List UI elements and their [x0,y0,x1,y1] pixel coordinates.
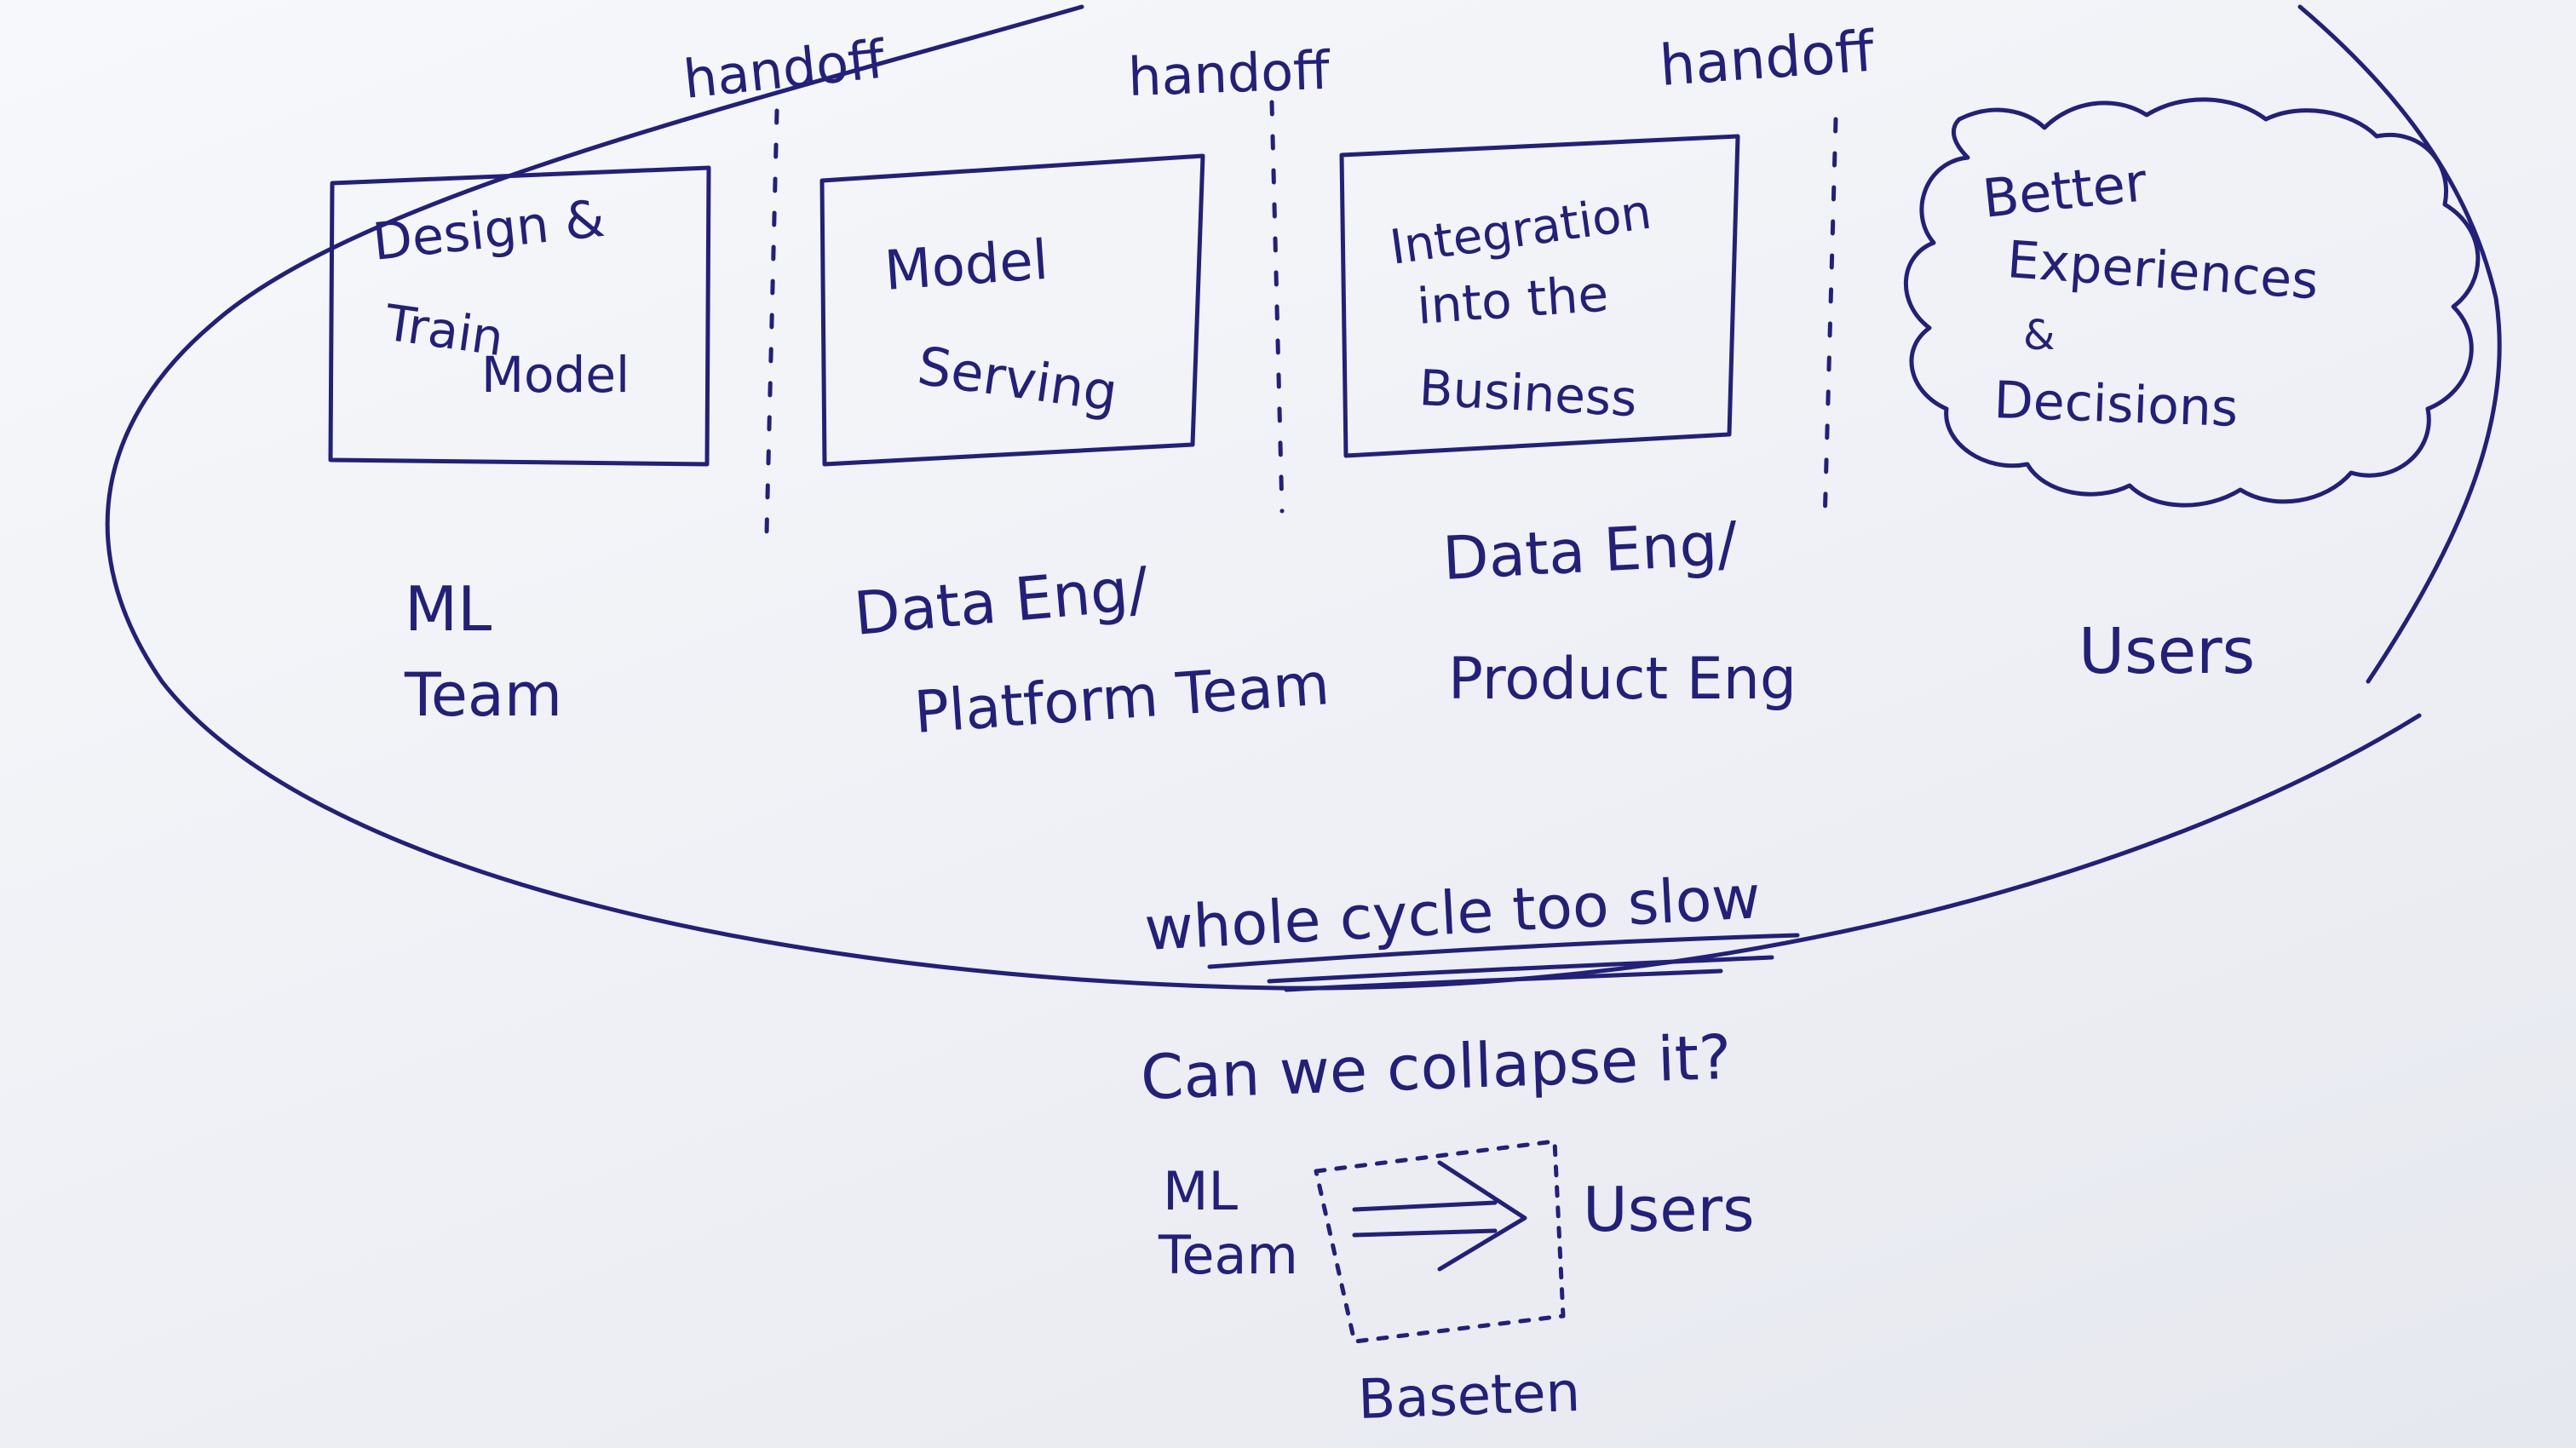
cycle-note-underline-1 [1207,933,1800,969]
stage-box-integration [1339,134,1740,458]
collapse-question: Can we collapse it? [1140,1021,1733,1113]
collapsed-left-line-1: ML [1163,1160,1238,1222]
handoff-divider-2 [1269,100,1285,514]
collapsed-dotted-box [1314,1139,1566,1344]
handoff-label-3: handoff [1658,18,1877,98]
outcome-line-4: Decisions [1992,371,2239,439]
handoff-label-1: handoff [681,27,888,110]
owner-stage-4-line-1: Users [2079,615,2255,688]
cycle-loop [105,4,2422,991]
owner-stage-2-line-1: Data Eng/ [851,554,1151,649]
outcome-line-2: Experiences [2005,230,2320,311]
stage-design-line-3: Model [481,346,630,404]
outcome-line-3: & [2023,312,2055,359]
cycle-note-underline-2 [1267,955,1774,984]
stage-integration-line-1: Integration [1387,185,1655,276]
collapsed-arrow-shaft-2 [1352,1228,1498,1238]
stage-box-serving [819,153,1205,467]
stage-integration-line-2: into the [1415,264,1610,336]
handoff-divider-1 [764,108,779,535]
collapsed-left-line-2: Team [1158,1224,1298,1286]
owner-stage-2-line-2: Platform Team [912,651,1331,747]
collapsed-arrow-shaft-1 [1352,1200,1498,1212]
collapsed-right: Users [1583,1174,1755,1245]
stage-design-line-1: Design & [370,189,607,273]
outcome-line-1: Better [1980,151,2150,230]
cycle-note-underline-3 [1284,968,1723,992]
stage-serving-line-2: Serving [914,335,1121,424]
owner-stage-1-line-1: ML [405,573,492,645]
owner-stage-1-line-2: Team [404,660,562,730]
owner-stage-3-line-1: Data Eng/ [1441,509,1739,594]
outcome-cloud [1903,97,2481,508]
collapsed-bottom: Baseten [1357,1361,1581,1432]
stage-integration-line-3: Business [1417,359,1638,428]
owner-stage-3-line-2: Product Eng [1448,646,1797,713]
collapsed-arrow-head [1437,1160,1527,1272]
handoff-divider-3 [1822,117,1838,526]
stage-box-design [328,165,711,467]
handoff-label-2: handoff [1127,39,1331,108]
cycle-loop-top-right [2297,4,2502,684]
stage-serving-line-1: Model [883,229,1050,303]
